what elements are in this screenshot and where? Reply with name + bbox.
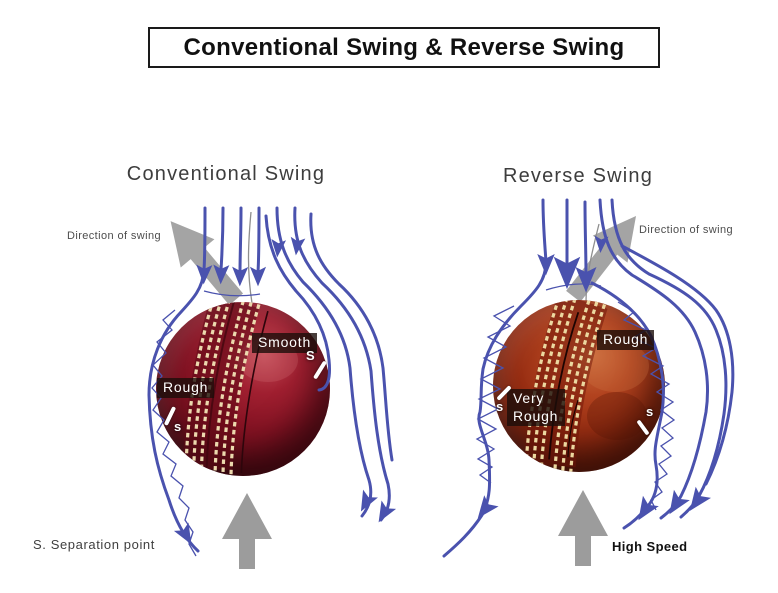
turbulence-zigzag-right-ball-left — [475, 305, 515, 484]
very-rough-label: Very Rough — [507, 389, 565, 426]
rough-label-right-ball: Rough — [597, 330, 655, 350]
ball-seam-right — [523, 300, 649, 472]
separation-point-letter: s — [174, 419, 182, 434]
separation-point-letter: s — [496, 399, 504, 414]
left-direction-label: Direction of swing — [67, 230, 162, 242]
title-box: Conventional Swing & Reverse Swing — [148, 27, 660, 68]
cricket-ball-reverse — [493, 300, 665, 472]
flow-arrowheads — [173, 235, 711, 545]
left-heading: Conventional Swing — [126, 163, 326, 185]
turbulence-zigzag-left-ball — [151, 309, 197, 557]
stagnation-leader-right — [585, 223, 600, 303]
speed-arrow-left-icon — [222, 493, 272, 569]
rough-label-left-ball: Rough — [157, 378, 215, 398]
speed-arrow-right-icon — [558, 490, 608, 566]
smooth-label: Smooth — [252, 333, 318, 353]
high-speed-label: High Speed — [612, 539, 688, 554]
separation-point-letter: S — [306, 348, 315, 363]
separation-point-letter: s — [646, 404, 654, 419]
direction-arrow-left-icon — [170, 221, 244, 306]
streamlines-conventional — [147, 206, 394, 557]
right-direction-label: Direction of swing — [639, 224, 734, 236]
page-title: Conventional Swing & Reverse Swing — [183, 33, 625, 61]
separation-point-legend: S. Separation point — [33, 537, 155, 552]
right-heading: Reverse Swing — [502, 165, 654, 187]
stagnation-leader-left — [247, 211, 253, 304]
